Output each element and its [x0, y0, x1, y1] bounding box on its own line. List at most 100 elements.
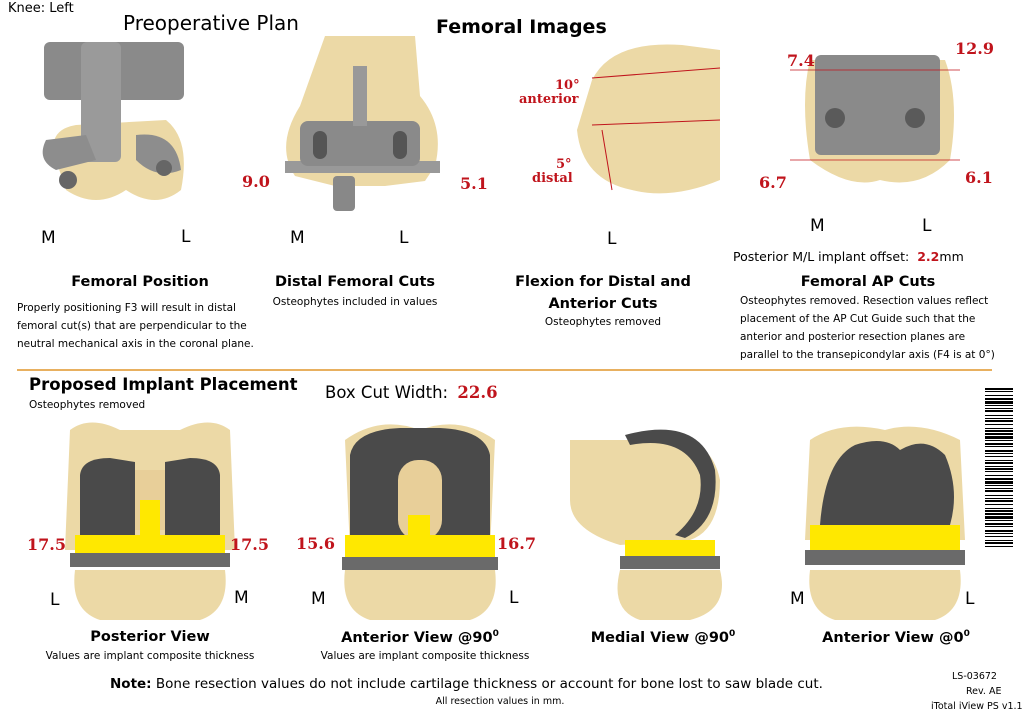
- posterior-left-side: L: [50, 590, 60, 610]
- barcode-bar: [985, 456, 1013, 457]
- barcode-bar: [985, 450, 1013, 452]
- barcode-bar: [985, 462, 1013, 464]
- barcode-bar: [985, 401, 1013, 404]
- distal-l: L: [399, 228, 409, 248]
- ap-m: M: [810, 216, 825, 236]
- barcode-bar: [985, 540, 1013, 541]
- barcode: [985, 388, 1013, 547]
- barcode-bar: [985, 490, 1013, 492]
- doc-version: iTotal iView PS v1.1: [931, 701, 1023, 712]
- barcode-bar: [985, 500, 1013, 502]
- posterior-view-sub: Values are implant composite thickness: [45, 650, 255, 662]
- medial-90-view-title-sup: 0: [729, 629, 736, 639]
- anterior-0-view-title-sup: 0: [963, 629, 970, 639]
- barcode-bar: [985, 405, 1013, 406]
- distal-sub: Osteophytes included in values: [272, 296, 438, 308]
- flexion-anterior-deg: 10°: [555, 78, 580, 93]
- ap-desc-line: placement of the AP Cut Guide such that …: [740, 313, 976, 325]
- barcode-bar: [985, 530, 1013, 532]
- flexion-distal-label: distal: [532, 171, 573, 186]
- barcode-bar: [985, 410, 1013, 412]
- barcode-bar: [985, 398, 1013, 400]
- femoral-ap-image: [790, 55, 960, 183]
- barcode-bar: [985, 424, 1013, 425]
- barcode-bar: [985, 420, 1013, 422]
- footer-units: All resection values in mm.: [435, 696, 565, 707]
- femoral-images-title: Femoral Images: [436, 16, 607, 38]
- barcode-bar: [985, 453, 1013, 454]
- posterior-view-image: [65, 422, 235, 620]
- barcode-bar: [985, 418, 1013, 419]
- barcode-bar: [985, 513, 1013, 515]
- femoral-position-image: [42, 42, 184, 200]
- distal-title: Distal Femoral Cuts: [274, 274, 436, 290]
- barcode-bar: [985, 510, 1013, 512]
- anterior-90-left-value: 15.6: [296, 534, 335, 553]
- anterior-90-view-title-sup: 0: [492, 629, 499, 639]
- barcode-bar: [985, 430, 1013, 432]
- barcode-bar: [985, 468, 1013, 470]
- barcode-bar: [985, 408, 1013, 409]
- anterior-0-view-image: [805, 426, 965, 620]
- posterior-right-side: M: [234, 588, 249, 608]
- anterior-90-view-title: Anterior View @900: [320, 629, 520, 646]
- distal-m: M: [290, 228, 305, 248]
- medial-90-view-title-text: Medial View @90: [590, 629, 730, 646]
- flexion-l: L: [607, 229, 617, 249]
- femoral-position-desc-line: Properly positioning F3 will result in d…: [17, 302, 236, 314]
- flexion-title-line2: Anterior Cuts: [548, 296, 658, 312]
- barcode-bar: [985, 504, 1013, 505]
- knee-side-label: Knee: Left: [8, 1, 74, 16]
- barcode-bar: [985, 433, 1013, 435]
- flexion-image: [577, 44, 721, 194]
- ap-desc-line: anterior and posterior resection planes …: [740, 331, 966, 343]
- barcode-bar: [985, 516, 1013, 519]
- barcode-bar: [985, 391, 1013, 392]
- posterior-left-value: 17.5: [27, 535, 66, 554]
- medial-90-view-title: Medial View @900: [563, 629, 763, 646]
- ap-bottom-right-value: 6.1: [965, 168, 993, 187]
- ap-bottom-left-value: 6.7: [759, 173, 787, 192]
- flexion-anterior-label: anterior: [519, 92, 579, 107]
- distal-right-value: 5.1: [460, 174, 488, 193]
- ap-top-left-value: 7.4: [787, 51, 815, 70]
- barcode-bar: [985, 388, 1013, 390]
- femoral-position-m: M: [41, 228, 56, 248]
- ap-desc: Osteophytes removed. Resection values re…: [740, 292, 1020, 364]
- anterior-90-view-image: [342, 424, 498, 620]
- ap-title: Femoral AP Cuts: [800, 274, 936, 290]
- barcode-bar: [985, 485, 1013, 486]
- barcode-bar: [985, 415, 1013, 416]
- footer-note-label: Note:: [110, 676, 152, 692]
- barcode-bar: [985, 478, 1013, 480]
- barcode-bar: [985, 498, 1013, 499]
- barcode-bar: [985, 542, 1013, 544]
- box-cut-value: 22.6: [457, 383, 498, 402]
- femoral-position-desc: Properly positioning F3 will result in d…: [17, 299, 267, 353]
- distal-left-value: 9.0: [242, 172, 270, 191]
- footer-note: Note: Bone resection values do not inclu…: [110, 676, 823, 692]
- anterior-0-view-title-text: Anterior View @0: [822, 629, 964, 646]
- barcode-bar: [985, 520, 1013, 521]
- femoral-position-title: Femoral Position: [71, 274, 209, 290]
- barcode-bar: [985, 508, 1013, 509]
- placement-sub: Osteophytes removed: [29, 399, 146, 411]
- barcode-bar: [985, 526, 1013, 527]
- anterior-90-right-side: L: [509, 588, 519, 608]
- anterior-90-right-value: 16.7: [497, 534, 536, 553]
- barcode-bar: [985, 495, 1013, 496]
- box-cut-label: Box Cut Width:: [325, 383, 449, 402]
- flexion-title-line1: Flexion for Distal and: [515, 274, 691, 290]
- femoral-position-desc-line: femoral cut(s) that are perpendicular to…: [17, 320, 247, 332]
- barcode-bar: [985, 428, 1013, 429]
- ap-top-right-value: 12.9: [955, 39, 994, 58]
- flexion-sub: Osteophytes removed: [544, 316, 662, 328]
- barcode-bar: [985, 395, 1013, 396]
- doc-id: LS-03672: [952, 671, 997, 682]
- doc-rev: Rev. AE: [966, 686, 1002, 697]
- barcode-bar: [985, 533, 1013, 534]
- ap-desc-line: Osteophytes removed. Resection values re…: [740, 295, 989, 307]
- barcode-bar: [985, 440, 1013, 441]
- barcode-bar: [985, 523, 1013, 525]
- preop-title: Preoperative Plan: [123, 11, 299, 35]
